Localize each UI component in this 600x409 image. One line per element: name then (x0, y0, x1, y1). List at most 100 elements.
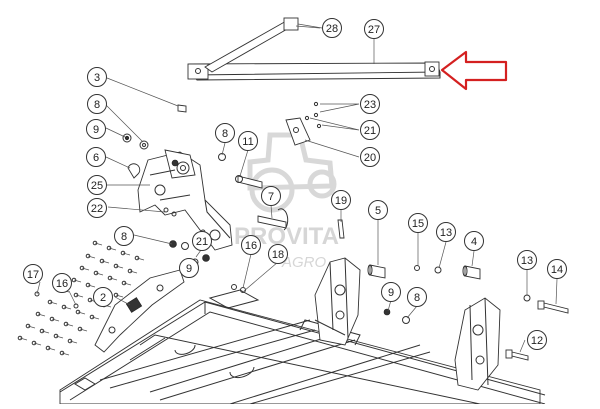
left-side-plate (94, 269, 185, 353)
bolt (109, 277, 118, 281)
bolt-head (87, 297, 93, 303)
bolt (19, 337, 28, 341)
callout-9: 9 (86, 119, 106, 139)
bolt-head (63, 321, 69, 327)
bolt-head (106, 245, 112, 251)
bolt-head (67, 338, 73, 344)
callout-label: 17 (27, 269, 39, 281)
callout-label: 23 (364, 99, 376, 111)
bolt-head (17, 335, 23, 341)
callout-3: 3 (87, 67, 107, 87)
callout-label: 6 (93, 152, 99, 164)
hitch-tower (137, 149, 233, 251)
bolt-head (85, 253, 91, 259)
pin-parts (127, 104, 569, 361)
callout-27: 27 (364, 19, 384, 39)
callout-label: 2 (100, 292, 106, 304)
bolt (136, 257, 145, 261)
bolt (69, 340, 78, 344)
callout-label: 18 (272, 249, 284, 261)
callout-label: 3 (94, 72, 100, 84)
callout-2: 2 (93, 287, 113, 307)
bolt-head (113, 263, 119, 269)
bolt-head (127, 268, 133, 274)
bolt-head (45, 345, 51, 351)
bolt (61, 352, 70, 356)
callout-label: 19 (335, 195, 347, 207)
bolt (87, 255, 96, 259)
bolt-head (25, 323, 31, 329)
callout-label: 20 (364, 152, 376, 164)
callout-16: 16 (241, 235, 261, 255)
bolt (41, 330, 50, 334)
bolt-head (120, 250, 126, 256)
main-frame (59, 289, 546, 405)
bolt-head (39, 328, 45, 334)
callout-5: 5 (368, 200, 388, 220)
bolt (108, 247, 117, 251)
bolt-head (73, 292, 79, 298)
bolt (81, 267, 90, 271)
callout-label: 5 (375, 205, 381, 217)
bolt (87, 284, 96, 288)
callout-label: 21 (196, 236, 208, 248)
callout-label: 14 (551, 264, 563, 276)
callout-label: 27 (368, 24, 380, 36)
callout-8: 8 (215, 123, 235, 143)
callout-21: 21 (192, 231, 212, 251)
bolt-head (113, 292, 119, 298)
bolt (51, 318, 60, 322)
bolt (27, 325, 36, 329)
bolt-head (85, 282, 91, 288)
bolt (129, 270, 138, 274)
bolt (122, 252, 131, 256)
bolt-head (31, 340, 37, 346)
bolt (79, 328, 88, 332)
bolt-head (35, 311, 41, 317)
bolt (115, 265, 124, 269)
bolt (73, 279, 82, 283)
callout-label: 4 (471, 236, 477, 248)
bolt-head (89, 314, 95, 320)
callout-8: 8 (407, 287, 427, 307)
bolt (95, 272, 104, 276)
callout-22: 22 (87, 198, 107, 218)
callout-17: 17 (23, 264, 43, 284)
bolt (37, 313, 46, 317)
callout-label: 28 (326, 23, 338, 35)
callout-11: 11 (238, 131, 258, 151)
callout-label: 16 (245, 240, 257, 252)
callout-label: 15 (412, 218, 424, 230)
callout-15: 15 (408, 213, 428, 233)
bolt-head (53, 333, 59, 339)
callout-label: 9 (388, 287, 394, 299)
callout-9: 9 (381, 282, 401, 302)
bolt-head (92, 240, 98, 246)
bolt-head (49, 316, 55, 322)
bolt (77, 311, 86, 315)
callout-label: 8 (414, 292, 420, 304)
bolt (55, 335, 64, 339)
callout-23: 23 (360, 94, 380, 114)
fastener-set (34, 101, 531, 324)
bolt-head (71, 277, 77, 283)
bolt-head (79, 265, 85, 271)
callout-label: 25 (91, 180, 103, 192)
callout-13: 13 (517, 250, 537, 270)
callout-18: 18 (268, 244, 288, 264)
callout-label: 16 (56, 278, 68, 290)
callout-label: 8 (94, 99, 100, 111)
callout-25: 25 (87, 175, 107, 195)
callout-label: 21 (364, 125, 376, 137)
bolt (115, 294, 124, 298)
callout-label: 12 (531, 335, 543, 347)
bolt (91, 316, 100, 320)
callout-label: 9 (186, 263, 192, 275)
bolt (63, 306, 72, 310)
bolt-head (77, 326, 83, 332)
top-bar-assembly (187, 17, 441, 81)
bolt-head (134, 255, 140, 261)
bolt (101, 260, 110, 264)
